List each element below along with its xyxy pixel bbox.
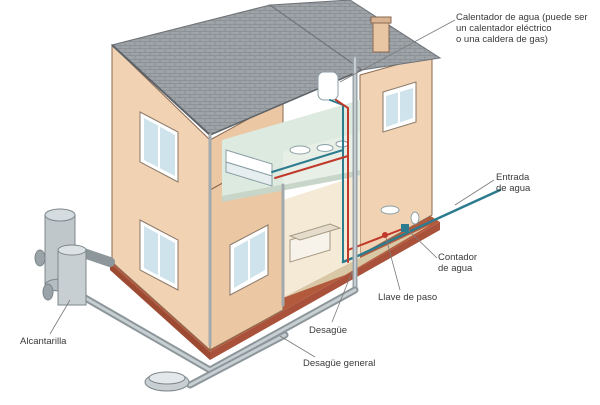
label-shutoff-valve: Llave de paso <box>378 292 438 303</box>
label-main-drain: Desagüe general <box>303 358 376 369</box>
label-water-heater: Calentador de agua (puede ser un calenta… <box>456 12 588 45</box>
sewer-chamber <box>34 208 87 306</box>
window-right-upper <box>382 81 417 133</box>
water-meter <box>401 224 409 232</box>
water-heater <box>317 71 339 101</box>
drain-basin <box>144 371 190 392</box>
label-water-inlet-line2: de agua <box>496 183 531 194</box>
label-water-meter: Contador de agua <box>438 252 477 274</box>
label-water-heater-line2: un calentador eléctrico <box>456 23 552 34</box>
window-front-upper <box>139 111 179 183</box>
shutoff-valve <box>382 232 388 238</box>
label-water-inlet-line1: Entrada <box>496 172 530 183</box>
roof <box>110 0 442 136</box>
supply-pipes <box>271 99 502 264</box>
bathtub <box>225 149 273 187</box>
leader-lines <box>49 19 495 358</box>
label-water-heater-line1: Calentador de agua (puede ser <box>456 12 588 23</box>
window-side-lower <box>229 224 269 296</box>
window-front-lower <box>139 219 179 291</box>
label-water-meter-line1: Contador <box>438 252 478 263</box>
label-drain: Desagüe <box>309 325 348 336</box>
sink-lower <box>380 205 420 225</box>
drain-pipes <box>55 55 359 389</box>
kitchen-counter <box>288 223 342 263</box>
label-water-meter-line2: de agua <box>438 263 473 274</box>
label-water-inlet: Entrada de agua <box>496 172 530 194</box>
chimney <box>370 16 392 53</box>
label-water-heater-line3: o una caldera de gas) <box>456 34 548 45</box>
label-sewer: Alcantarilla <box>20 336 67 347</box>
